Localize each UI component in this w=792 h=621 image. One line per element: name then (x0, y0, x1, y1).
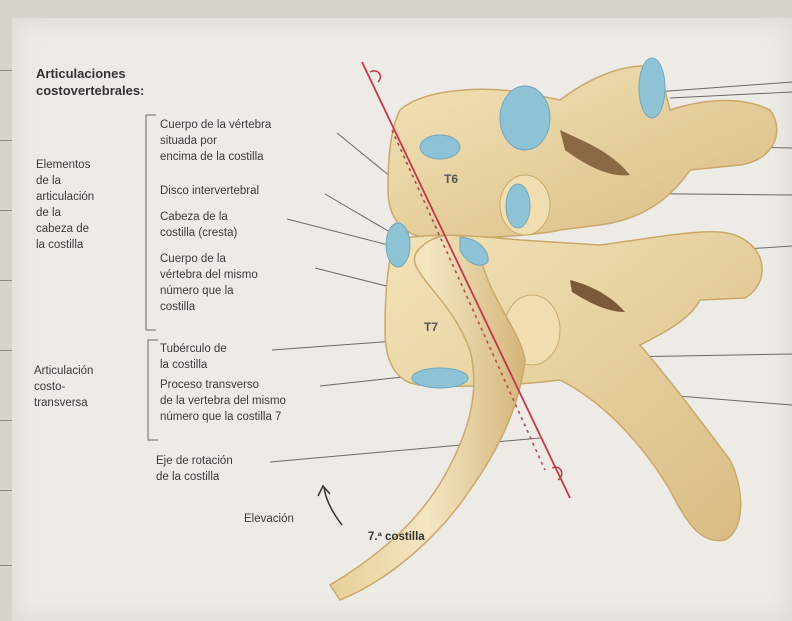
label-body-above: situada por (160, 134, 217, 148)
label-transverse-process: número que la costilla 7 (160, 410, 281, 424)
label-intervertebral-disc: Disco intervertebral (160, 184, 259, 198)
group-head-line: articulación (36, 190, 94, 204)
vertebra-label-t7: T7 (424, 320, 438, 334)
label-tubercle: la costilla (160, 358, 207, 372)
elevation-arrow (318, 486, 342, 525)
group-head-line: de la (36, 206, 61, 220)
label-rib-head: costilla (cresta) (160, 226, 237, 240)
label-body-same: vértebra del mismo (160, 268, 258, 282)
label-transverse-process: Proceso transverso (160, 378, 259, 392)
label-body-same: costilla (160, 300, 195, 314)
label-seventh-rib: 7.ª costilla (368, 530, 425, 544)
label-body-above: encima de la costilla (160, 150, 264, 164)
group-trans-line: costo- (34, 380, 65, 394)
group-head-line: la costilla (36, 238, 83, 252)
group-head-line: Elementos (36, 158, 90, 172)
label-transverse-process: de la vertebra del mismo (160, 394, 286, 408)
label-rib-head: Cabeza de la (160, 210, 228, 224)
group-trans-line: Articulación (34, 364, 93, 378)
label-body-same: Cuerpo de la (160, 252, 226, 266)
vertebra-label-t6: T6 (444, 172, 458, 186)
label-rotation-axis: Eje de rotación (156, 454, 233, 468)
group-trans-line: transversa (34, 396, 88, 410)
label-body-above: Cuerpo de la vértebra (160, 118, 271, 132)
diagram-title-line1: Articulaciones (36, 66, 126, 81)
diagram-title-line2: costovertebrales: (36, 83, 144, 98)
label-tubercle: Tubérculo de (160, 342, 227, 356)
label-brackets (146, 115, 158, 440)
label-rotation-axis: de la costilla (156, 470, 219, 484)
group-head-line: de la (36, 174, 61, 188)
label-elevation: Elevación (244, 512, 294, 526)
group-head-line: cabeza de (36, 222, 89, 236)
label-body-same: número que la (160, 284, 234, 298)
t6-vertebra (388, 58, 777, 238)
